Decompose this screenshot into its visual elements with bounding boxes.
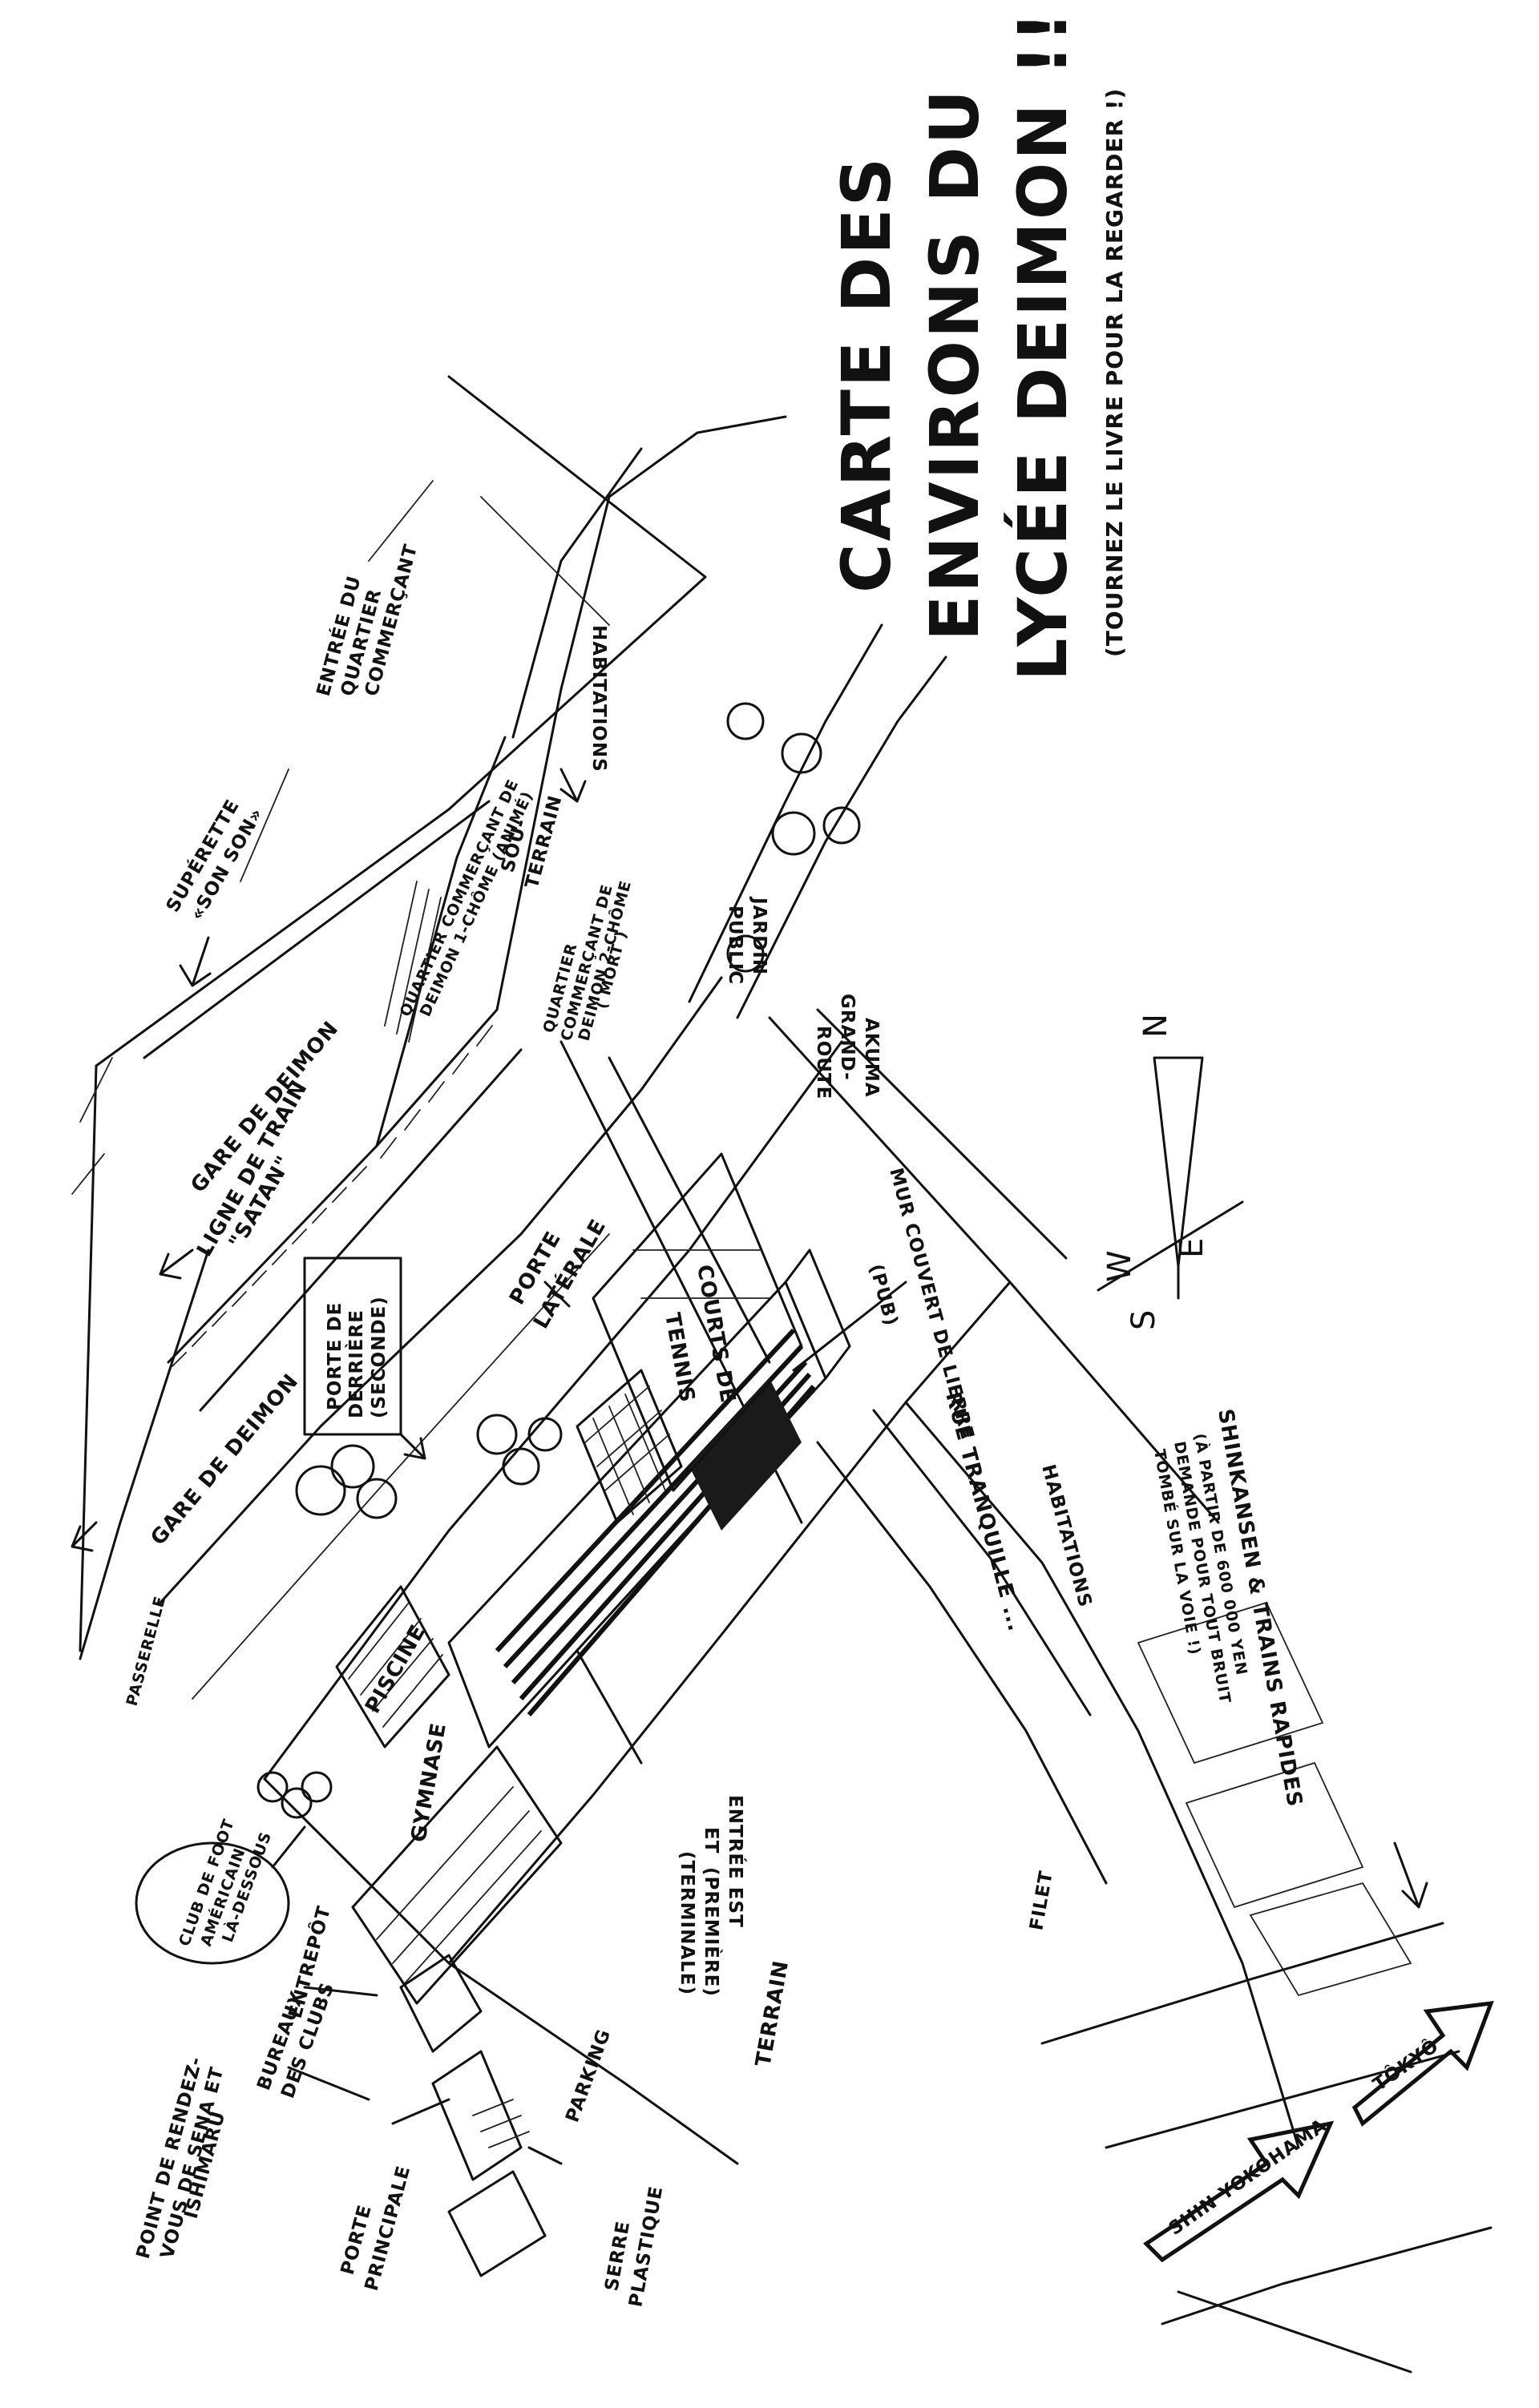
label-gymnase: GYMNASE (406, 1720, 451, 1844)
compass (1097, 1056, 1244, 1300)
label-terrain: TERRAIN (751, 1958, 794, 2068)
label-habitations-right: HABITATIONS (1037, 1462, 1096, 1610)
label-entree-est-2: ET (701, 1827, 721, 1853)
label-passerelle: PASSERELLE (123, 1594, 170, 1708)
pointer-arrows (71, 768, 1428, 2165)
pool (335, 1585, 450, 1749)
label-courts-2: TENNIS (660, 1311, 699, 1405)
club-speech-bubble (135, 1841, 290, 1965)
label-porte-derriere-3: (SECONDE) (369, 1296, 390, 1418)
railway-tracks (172, 881, 493, 1367)
main-gate-block (431, 2050, 523, 2181)
title-line-1: CARTE DES (827, 155, 906, 593)
compass-north: N (1137, 1014, 1174, 1038)
porte-derriere-box (303, 1256, 402, 1436)
label-entree-est-4: (TERMINALE) (677, 1851, 697, 1995)
title-subtitle: (TOURNEZ LE LIVRE POUR LA REGARDER !) (1101, 88, 1128, 657)
gymnasium (351, 1745, 563, 2005)
trees (256, 702, 861, 1819)
tokyo-arrow (1351, 2001, 1494, 2127)
label-parking: PARKING (562, 2027, 615, 2125)
greenhouse (447, 2170, 547, 2277)
label-habitations-top: HABITATIONS (588, 625, 609, 772)
label-jardin-1: JARDIN (749, 896, 770, 975)
title-line-3: LYCÉE DEIMON !! (1004, 10, 1082, 681)
direction-arrows (1143, 2001, 1494, 2263)
label-jardin-2: PUBLIC (725, 906, 745, 985)
compass-south: S (1125, 1310, 1162, 1330)
label-filet: FILET (1026, 1869, 1057, 1932)
label-mur-2: (PUB) (865, 1262, 902, 1329)
compass-east: E (1173, 1238, 1210, 1258)
tennis-courts (592, 1152, 803, 1492)
label-porte-derriere-1: PORTE DE (325, 1302, 345, 1410)
compass-west: W (1101, 1250, 1138, 1282)
map-title: CARTE DES ENVIRONS DU LYCÉE DEIMON !! (827, 10, 1082, 681)
label-grand-route-3: AKUMA (861, 1018, 882, 1098)
street-linework (71, 375, 1493, 2374)
storage-building (399, 1954, 483, 2053)
label-serre-2: PLASTIQUE (625, 2184, 667, 2309)
shin-yokohama-arrow (1143, 2120, 1335, 2263)
grid-building (576, 1369, 683, 1524)
stairwell-block (689, 1378, 802, 1531)
label-porte-derriere-2: DERRIÈRE (345, 1309, 367, 1418)
title-line-2: ENVIRONS DU (915, 87, 994, 641)
label-courts-1: COURTS DE (692, 1263, 740, 1406)
label-grand-route-2: ROUTE (813, 1026, 834, 1099)
school-buildings (335, 1152, 851, 2277)
label-entree-est-1: ENTRÉE EST (725, 1795, 747, 1928)
label-grand-route-1: GRAND- (837, 994, 858, 1081)
label-entree-est-3: (PREMIÈRE) (701, 1867, 723, 1997)
label-gare-bottom: GARE DE DEIMON (146, 1369, 303, 1551)
